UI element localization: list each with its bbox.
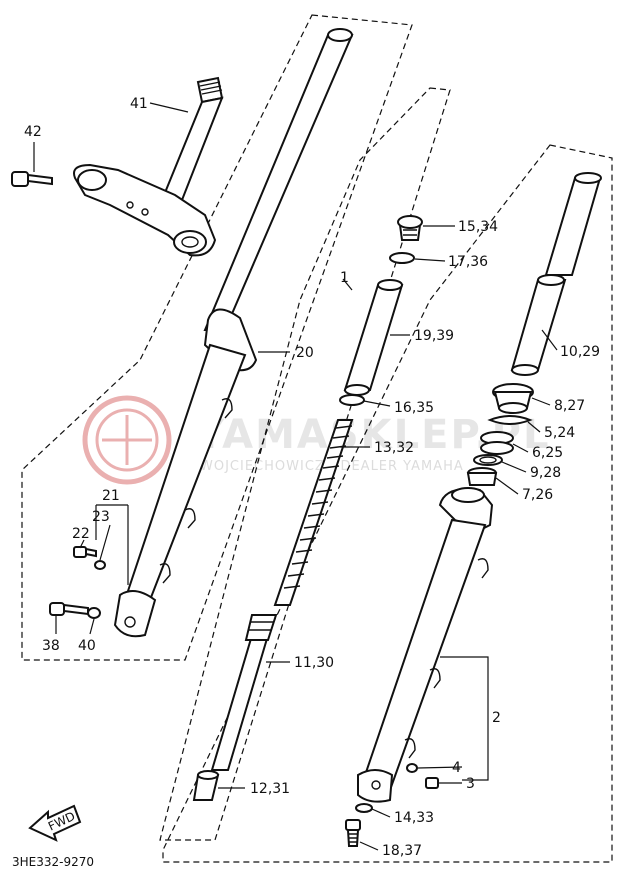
- spring-13-part: [273, 419, 354, 606]
- washer-23-part: [94, 560, 106, 570]
- callout-38: 38: [42, 638, 60, 654]
- callout-13-32: 13,32: [374, 440, 414, 456]
- callout-11-30: 11,30: [294, 655, 334, 671]
- slide-metal-7-part: [466, 467, 498, 486]
- bolt-42-part: [11, 171, 53, 187]
- callout-5-24: 5,24: [544, 425, 575, 441]
- dust-seal-8-part: [492, 383, 534, 414]
- bolt-3-part: [425, 777, 439, 789]
- callout-17-36: 17,36: [448, 254, 488, 270]
- callout-8-27: 8,27: [554, 398, 585, 414]
- callout-19-39: 19,39: [414, 328, 454, 344]
- bolt-18-part: [345, 819, 361, 847]
- callout-9-28: 9,28: [530, 465, 561, 481]
- circlip-5-part: [487, 415, 533, 425]
- o-ring-17-part: [389, 252, 415, 264]
- spacer-19-part: [343, 279, 404, 396]
- gasket-14-part: [355, 803, 373, 813]
- washer-16-part: [339, 394, 365, 406]
- callout-2: 2: [492, 710, 501, 726]
- callout-42: 42: [24, 124, 42, 140]
- callout-22: 22: [72, 526, 90, 542]
- washer-9-part: [473, 454, 503, 466]
- group-outline-right-fork: [162, 144, 613, 863]
- bolt-38-part: [49, 602, 89, 616]
- callout-16-35: 16,35: [394, 400, 434, 416]
- callout-20: 20: [296, 345, 314, 361]
- leader-lines: [33, 102, 558, 851]
- oil-seal-6-part: [480, 431, 514, 455]
- inner-tube-10-part: [510, 172, 602, 376]
- callout-7-26: 7,26: [522, 487, 553, 503]
- cap-bolt-15-part: [397, 215, 423, 241]
- callout-1: 1: [340, 270, 349, 286]
- callout-12-31: 12,31: [250, 781, 290, 797]
- callout-6-25: 6,25: [532, 445, 563, 461]
- callout-15-34: 15,34: [458, 219, 498, 235]
- callout-4: 4: [452, 760, 461, 776]
- washer-4-part: [406, 763, 418, 773]
- group-outline-left-fork: [21, 14, 413, 661]
- washer-40-part: [87, 607, 101, 619]
- callout-14-33: 14,33: [394, 810, 434, 826]
- callout-3: 3: [466, 776, 475, 792]
- forward-arrow-icon: FWD: [28, 804, 82, 842]
- callout-23: 23: [92, 509, 110, 525]
- left-fork-tube-part: [113, 28, 354, 638]
- bolt-22-part: [73, 546, 97, 558]
- outer-tube-2-part: [357, 487, 494, 803]
- steering-stem-part: [73, 76, 224, 257]
- drawing-code: 3HE332-9270: [12, 855, 94, 869]
- group-outline-inner-parts: [159, 87, 451, 841]
- callout-21: 21: [102, 488, 120, 504]
- watermark-logo-icon: [82, 395, 172, 485]
- callout-40: 40: [78, 638, 96, 654]
- damper-rod-11-part: [210, 614, 278, 771]
- taper-spindle-12-part: [192, 770, 220, 801]
- callout-18-37: 18,37: [382, 843, 422, 859]
- callout-10-29: 10,29: [560, 344, 600, 360]
- callout-41: 41: [130, 96, 148, 112]
